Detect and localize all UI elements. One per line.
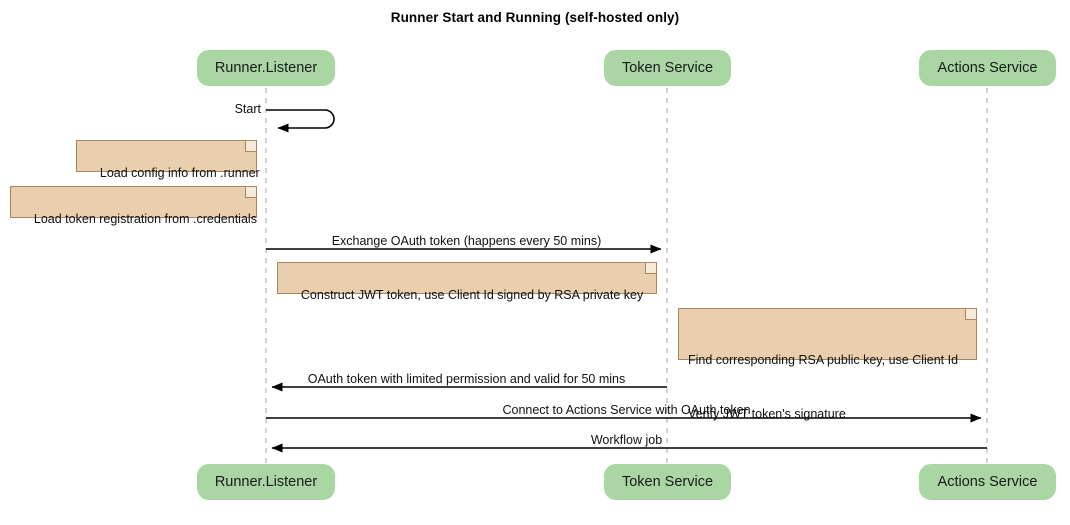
message-arrow-start (266, 109, 335, 133)
note-construct-jwt-token: Construct JWT token, use Client Id signe… (277, 262, 657, 302)
participant-token-service-bottom[interactable]: Token Service (604, 464, 731, 500)
note-text: Load token registration from .credential… (33, 212, 257, 226)
participant-actions-service-top[interactable]: Actions Service (919, 50, 1056, 86)
note-fold-corner-icon (245, 141, 256, 152)
message-label-oauth-token-reply: OAuth token with limited permission and … (307, 372, 626, 386)
note-fold-corner-icon (965, 309, 976, 320)
note-fold-corner-icon (245, 187, 256, 198)
participant-actions-service-bottom[interactable]: Actions Service (919, 464, 1056, 500)
page-title: Runner Start and Running (self-hosted on… (390, 10, 680, 25)
lifelines (265, 88, 988, 463)
participant-label: Actions Service (937, 474, 1038, 490)
participant-runner-listener-top[interactable]: Runner.Listener (197, 50, 335, 86)
participant-runner-listener-bottom[interactable]: Runner.Listener (197, 464, 335, 500)
participant-label: Token Service (621, 60, 714, 76)
message-label-connect-actions-service: Connect to Actions Service with OAuth to… (502, 403, 751, 417)
participant-token-service-top[interactable]: Token Service (604, 50, 731, 86)
participant-label: Actions Service (937, 60, 1038, 76)
participant-label: Runner.Listener (214, 474, 318, 490)
note-text: Load config info from .runner (99, 166, 260, 180)
note-verify-jwt-signature: Find corresponding RSA public key, use C… (678, 308, 977, 421)
note-fold-corner-icon (645, 263, 656, 274)
note-text-line-2: Verify JWT token's signature (688, 407, 846, 421)
note-text-line-1: Find corresponding RSA public key, use C… (688, 353, 959, 367)
message-label-exchange-oauth-token: Exchange OAuth token (happens every 50 m… (331, 234, 602, 248)
note-text: Construct JWT token, use Client Id signe… (300, 288, 644, 302)
note-load-config-info: Load config info from .runner (76, 140, 260, 180)
note-load-token-registration: Load token registration from .credential… (10, 186, 257, 226)
participant-label: Token Service (621, 474, 714, 490)
message-label-start: Start (234, 102, 261, 116)
participant-label: Runner.Listener (214, 60, 318, 76)
message-label-workflow-job: Workflow job (590, 433, 663, 447)
